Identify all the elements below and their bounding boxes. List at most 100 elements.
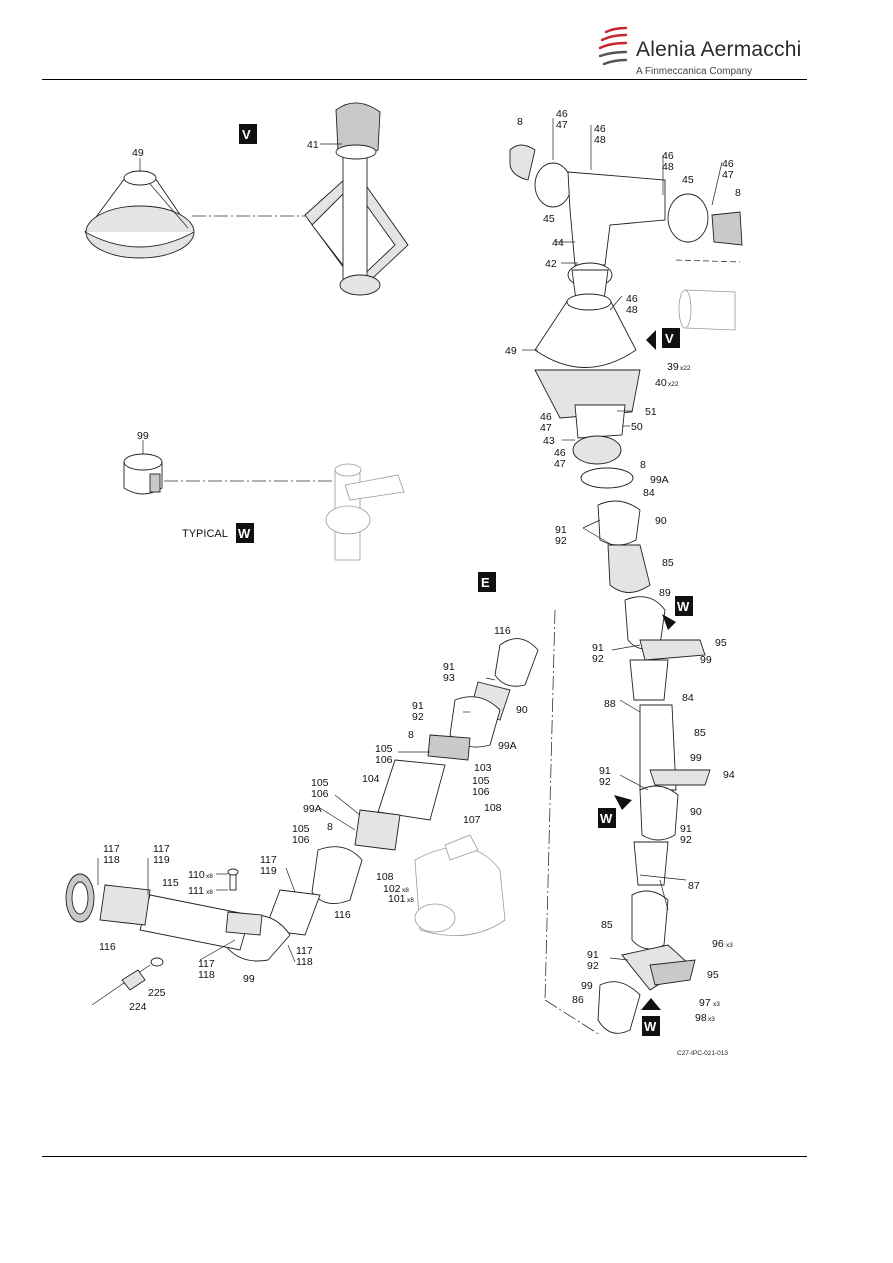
callout: 92 <box>412 711 424 723</box>
callout: 43 <box>543 435 555 447</box>
view-v-assembly <box>304 102 409 296</box>
view-w-badge-1: W <box>662 596 693 630</box>
callout: 119 <box>260 865 277 877</box>
callout: 119 <box>153 854 170 866</box>
callout: 99 <box>700 654 712 666</box>
callout: 92 <box>592 653 604 665</box>
callout: 99A <box>303 803 322 815</box>
callout: 225 <box>148 987 166 999</box>
callout: 46 <box>626 293 638 305</box>
callout: 91 <box>592 642 604 654</box>
callout: 8 <box>640 459 646 471</box>
callout: 45 <box>682 174 694 186</box>
footer-rule <box>42 1156 807 1157</box>
callout: 115 <box>162 877 179 889</box>
callout: 106 <box>292 834 310 846</box>
callout: 46 <box>594 123 606 135</box>
callout: 117 <box>296 945 313 957</box>
flange-plate-51 <box>534 369 641 439</box>
svg-text:W: W <box>238 526 251 541</box>
callout-qty: x8 <box>206 873 213 880</box>
callout: 108 <box>484 802 502 814</box>
callout: 92 <box>587 960 599 972</box>
callout: 91 <box>599 765 611 777</box>
callout: 105 <box>311 777 329 789</box>
callout-qty: x3 <box>708 1016 715 1023</box>
callout: 84 <box>682 692 694 704</box>
callout: 47 <box>722 169 734 181</box>
callout: 111 <box>188 885 204 897</box>
callout: 102 <box>383 883 401 895</box>
callout: 106 <box>472 786 490 798</box>
callout: 116 <box>494 625 511 637</box>
clamp-part-99 <box>123 453 163 495</box>
callout: 96 <box>712 938 724 950</box>
lower-duct-run <box>572 435 711 1034</box>
callout: 97 <box>699 997 711 1009</box>
callout: 91 <box>443 661 455 673</box>
callout: 47 <box>554 458 566 470</box>
callout: 41 <box>307 139 319 151</box>
callout-qty: x22 <box>680 365 691 372</box>
callout: 108 <box>376 871 394 883</box>
callout: 85 <box>601 919 613 931</box>
callout: 95 <box>715 637 727 649</box>
svg-text:W: W <box>644 1019 657 1034</box>
view-v-arrow-badge: V <box>646 328 680 350</box>
callout: 90 <box>516 704 528 716</box>
callout: 95 <box>707 969 719 981</box>
callout: 86 <box>572 994 584 1006</box>
callout: 8 <box>517 116 523 128</box>
callout: 224 <box>129 1001 147 1013</box>
fitting-224-225 <box>91 957 164 1006</box>
callout: 48 <box>594 134 606 146</box>
callout: 105 <box>472 775 490 787</box>
callout: 90 <box>690 806 702 818</box>
callout: 84 <box>643 487 655 499</box>
callout: 8 <box>735 187 741 199</box>
view-w-badge-2: W <box>598 795 632 828</box>
callout: 105 <box>375 743 393 755</box>
figure-reference: C27-IPC-021-013 <box>677 1050 728 1057</box>
callout: 116 <box>99 941 116 953</box>
callout-qty: x8 <box>407 897 414 904</box>
e-view-ghost-outlet <box>414 834 506 936</box>
callout: 107 <box>463 814 481 826</box>
callout: 117 <box>153 843 170 855</box>
view-w-badge-3: W <box>641 998 661 1036</box>
callout: 89 <box>659 587 671 599</box>
callout: 92 <box>555 535 567 547</box>
header-rule <box>42 79 807 80</box>
callout: 91 <box>587 949 599 961</box>
ghost-duct-hose <box>675 259 741 331</box>
callout: 93 <box>443 672 455 684</box>
upper-tee-duct-44 <box>509 144 743 301</box>
callout: 99 <box>690 752 702 764</box>
callout: 117 <box>198 958 215 970</box>
callout: 47 <box>540 422 552 434</box>
svg-text:V: V <box>242 127 251 142</box>
view-w-typical-badge: W <box>236 523 254 543</box>
brand-name: Alenia Aermacchi <box>636 38 802 61</box>
callout: 117 <box>103 843 120 855</box>
callout: 46 <box>722 158 734 170</box>
callout: 8 <box>408 729 414 741</box>
callout: 50 <box>631 421 643 433</box>
callout: 118 <box>103 854 120 866</box>
typical-label: TYPICAL <box>182 528 228 540</box>
svg-text:V: V <box>665 331 674 346</box>
callout: 110 <box>188 869 205 881</box>
callout: 49 <box>132 147 144 159</box>
callout: 98 <box>695 1012 707 1024</box>
callout: 42 <box>545 258 557 270</box>
callout: 47 <box>556 119 568 131</box>
callout: 101 <box>388 893 406 905</box>
callout: 85 <box>662 557 674 569</box>
svg-text:E: E <box>481 575 490 590</box>
callout: 99A <box>498 740 517 752</box>
bolt-110 <box>227 868 239 891</box>
callout: 118 <box>296 956 313 968</box>
callout-qty: x3 <box>713 1001 720 1008</box>
callout: 91 <box>555 524 567 536</box>
leader-lines <box>97 118 723 963</box>
